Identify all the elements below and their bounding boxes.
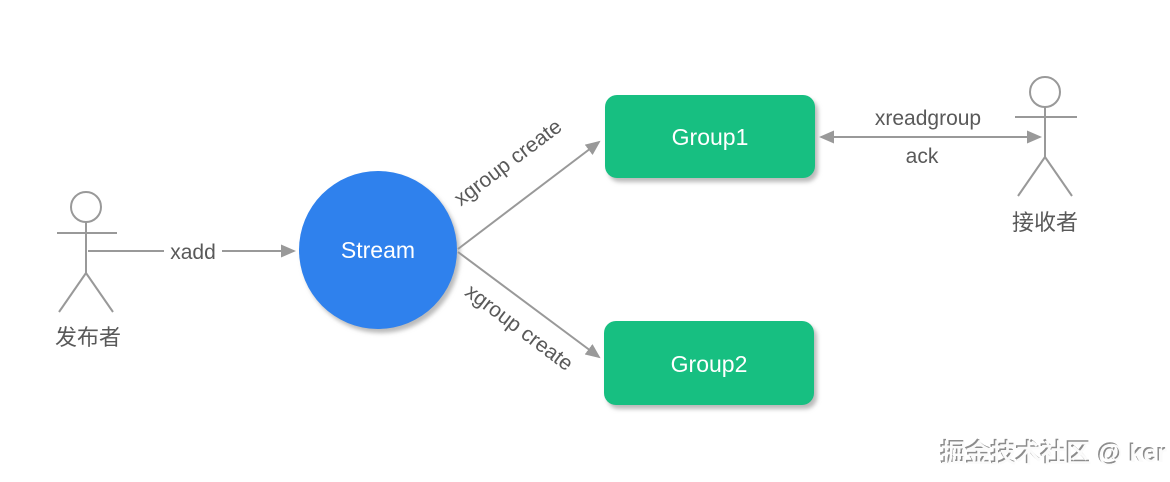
xadd-label-bg	[164, 236, 222, 264]
watermark-shadow-text: 掘金技术社区 @ ker	[940, 438, 1166, 467]
watermark-text: 掘金技术社区 @ ker	[941, 439, 1167, 468]
xgroup-create-top-label: xgroup create	[450, 115, 566, 211]
xreadgroup-label: xreadgroup	[875, 107, 981, 130]
publisher-head	[70, 191, 102, 223]
group1-node: Group1	[605, 95, 815, 178]
group1-label: Group1	[672, 124, 749, 150]
xgroup-create-top-arrow	[457, 140, 601, 250]
publisher-leg-left	[58, 272, 87, 313]
publisher-leg-right	[85, 272, 114, 313]
ack-label: ack	[906, 145, 939, 168]
stream-node: Stream	[299, 171, 457, 329]
receiver-leg-left	[1017, 156, 1046, 197]
xadd-label: xadd	[170, 241, 216, 264]
group1-rect	[605, 95, 815, 178]
xgroup-create-bottom-edge: xgroup create	[457, 251, 601, 376]
group2-node: Group2	[604, 321, 814, 405]
receiver-head	[1029, 76, 1061, 108]
xadd-edge: xadd	[88, 236, 296, 264]
xgroup-create-top-edge: xgroup create	[450, 115, 601, 250]
receiver-actor: 接收者	[1012, 76, 1078, 235]
watermark: 掘金技术社区 @ ker 掘金技术社区 @ ker	[940, 438, 1168, 469]
group2-label: Group2	[671, 351, 748, 377]
publisher-label: 发布者	[55, 325, 121, 350]
stream-circle	[299, 171, 457, 329]
receiver-leg-right	[1044, 156, 1073, 197]
publisher-actor: 发布者	[55, 191, 121, 350]
stream-label: Stream	[341, 237, 415, 263]
xreadgroup-ack-edge: xreadgroup ack	[819, 107, 1042, 168]
xgroup-create-bottom-arrow	[457, 251, 601, 359]
group2-rect	[604, 321, 814, 405]
receiver-label: 接收者	[1012, 210, 1078, 235]
